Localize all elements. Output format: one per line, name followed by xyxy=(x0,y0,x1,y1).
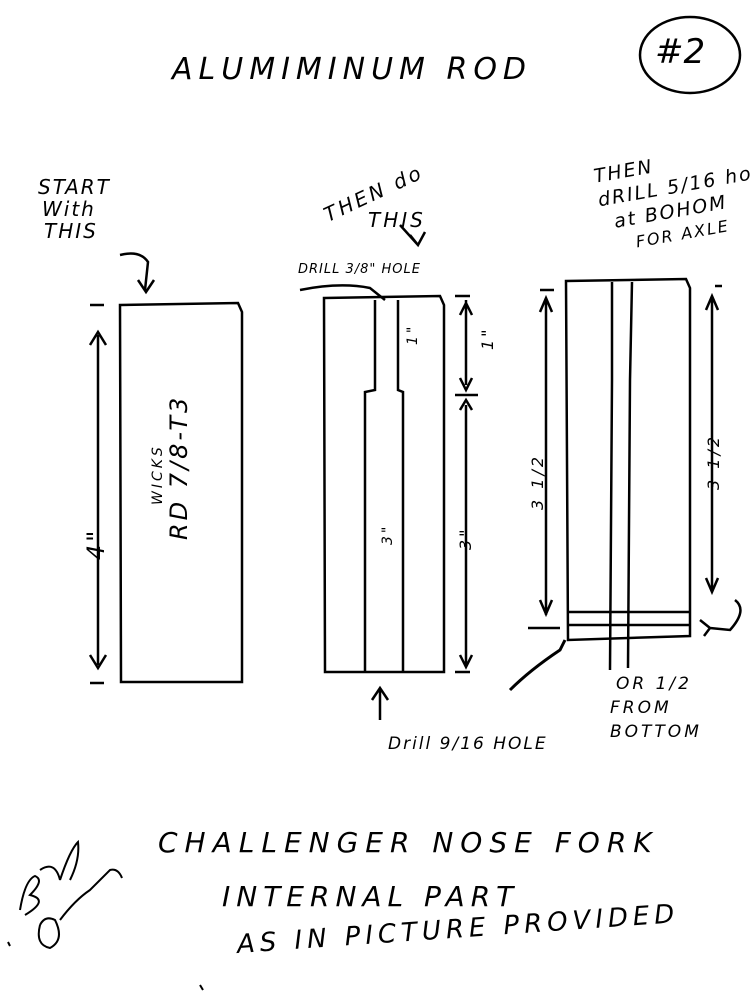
step2-label-line: THIS xyxy=(368,208,426,232)
side-dimension-top: 1" xyxy=(478,326,497,350)
right-dimension: 3 1/2 xyxy=(704,433,723,490)
side-dimension-lower: 3" xyxy=(456,526,475,550)
inner-dimension-top: 1" xyxy=(405,323,421,345)
rod-blank xyxy=(88,252,244,685)
step1-label-line: START xyxy=(38,175,111,199)
rod-brand-label: WICKS xyxy=(150,444,166,505)
footer-line-1: CHALLENGER NOSE FORK xyxy=(158,826,659,859)
rod-drilled xyxy=(299,224,478,720)
axle-note-line: FROM BOTTOM xyxy=(610,698,702,742)
inner-dimension-lower: 3" xyxy=(380,523,396,545)
axle-note: OR 1/2 FROM BOTTOM xyxy=(610,672,750,744)
footer-line-2: INTERNAL PART xyxy=(222,880,520,913)
step1-label: START With THIS xyxy=(38,176,111,242)
drill-top-note: DRILL 3/8" HOLE xyxy=(298,262,421,277)
drill-bottom-note: Drill 9/16 HOLE xyxy=(388,734,548,754)
signature xyxy=(19,839,123,950)
page-number-badge: #2 xyxy=(655,32,706,72)
step1-label-line: THIS xyxy=(44,219,98,243)
rod-axle-hole xyxy=(508,277,742,692)
rod-spec-label: RD 7/8-T3 xyxy=(165,394,193,540)
axle-note-line: OR 1/2 xyxy=(616,674,692,694)
badge-circle xyxy=(638,15,742,95)
page-title: ALUMIMINUM ROD xyxy=(172,52,533,87)
step1-label-line: With xyxy=(42,197,96,221)
left-dimension: 3 1/2 xyxy=(528,453,547,510)
length-dimension: 4" xyxy=(82,527,110,560)
